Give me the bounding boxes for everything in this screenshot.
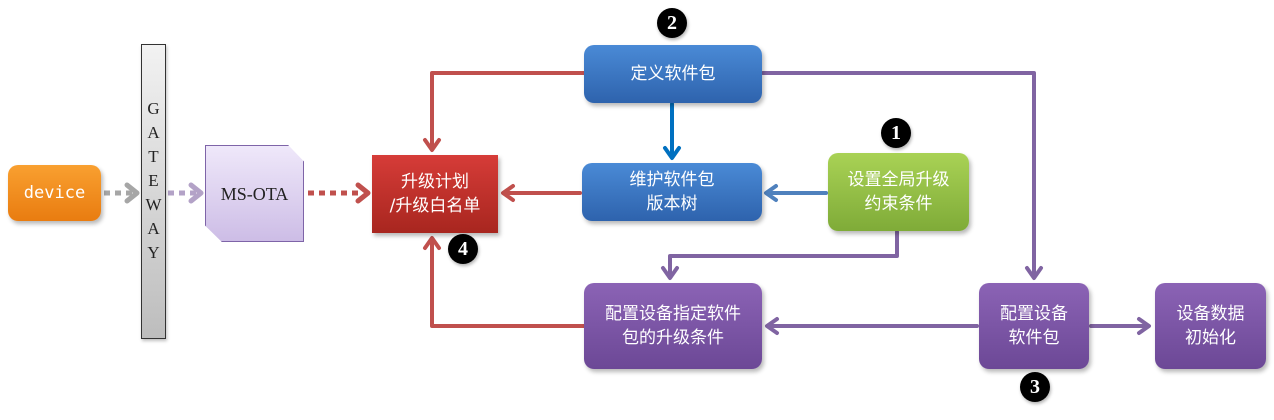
- device-node[interactable]: device: [8, 165, 101, 221]
- arrowhead-plan-top: [423, 138, 441, 152]
- gateway-letter: T: [148, 147, 159, 166]
- device-package-label-line2: 软件包: [1008, 328, 1060, 348]
- step-badge-3: 3: [1020, 372, 1050, 402]
- gateway-letter: A: [147, 123, 160, 142]
- arrowhead-cfgcond-top: [661, 266, 679, 280]
- ms-ota-label: MS-OTA: [220, 183, 289, 204]
- device-label: device: [23, 183, 86, 203]
- ms-ota-node[interactable]: MS-OTA: [205, 145, 304, 242]
- device-package-conditions-node[interactable]: 配置设备指定软件 包的升级条件: [584, 283, 762, 369]
- arrowhead-cfgcond-right: [765, 317, 779, 335]
- arrowhead-gateway: [124, 182, 140, 204]
- gateway-letter: G: [147, 99, 160, 118]
- arrowhead-tree-right: [764, 184, 778, 202]
- edge-cfgcond-plan: [430, 238, 586, 328]
- define-package-label: 定义软件包: [630, 64, 716, 84]
- upgrade-plan-node[interactable]: 升级计划 /升级白名单: [372, 155, 498, 233]
- version-tree-label-line1: 维护软件包: [629, 170, 715, 190]
- edge-define-plan: [430, 71, 586, 150]
- gateway-letter: E: [148, 171, 159, 190]
- device-package-node[interactable]: 配置设备 软件包: [979, 283, 1089, 369]
- define-package-node[interactable]: 定义软件包: [584, 45, 762, 103]
- gateway-letter: W: [145, 195, 162, 214]
- arrowhead-init-left: [1137, 317, 1151, 335]
- step-badge-1: 1: [881, 118, 911, 148]
- global-constraints-label-line1: 设置全局升级: [847, 170, 950, 190]
- arrowhead-plan-bottom: [423, 236, 441, 250]
- upgrade-plan-label-line2: /升级白名单: [389, 196, 481, 216]
- step-badge-2: 2: [657, 8, 687, 38]
- device-package-conditions-label-line1: 配置设备指定软件: [605, 304, 741, 324]
- device-package-conditions-label-line2: 包的升级条件: [622, 328, 724, 348]
- device-package-label-line1: 配置设备: [1000, 304, 1068, 324]
- gateway-node[interactable]: G A T E W A Y: [141, 44, 166, 339]
- device-data-init-label-line2: 初始化: [1185, 328, 1236, 348]
- device-data-init-label-line1: 设备数据: [1176, 304, 1245, 324]
- edge-define-cfgpkg: [761, 71, 1036, 278]
- arrowhead-plan-right: [501, 184, 515, 202]
- arrowhead-cfgpkg-top: [1025, 266, 1043, 280]
- arrowhead-msota: [188, 182, 204, 204]
- upgrade-plan-label-line1: 升级计划: [401, 172, 469, 192]
- edge-global-cfgcond: [668, 230, 899, 278]
- version-tree-node[interactable]: 维护软件包 版本树: [582, 163, 762, 221]
- arrowhead-tree-top: [663, 146, 681, 160]
- gateway-letter: A: [147, 219, 160, 238]
- device-data-init-node[interactable]: 设备数据 初始化: [1155, 283, 1266, 369]
- global-constraints-node[interactable]: 设置全局升级 约束条件: [828, 153, 969, 231]
- version-tree-label-line2: 版本树: [646, 194, 698, 214]
- arrowhead-plan-left: [355, 182, 371, 204]
- gateway-letter: Y: [147, 243, 160, 262]
- step-badge-4: 4: [448, 234, 478, 264]
- global-constraints-label-line2: 约束条件: [864, 194, 933, 214]
